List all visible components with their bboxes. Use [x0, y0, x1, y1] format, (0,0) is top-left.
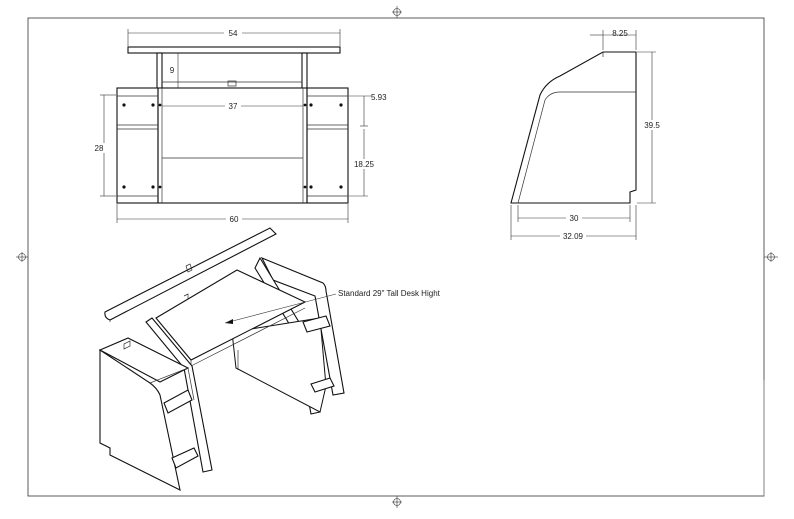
iso-top-board — [104, 227, 277, 321]
centering-mark-right — [764, 252, 778, 262]
dim-side-offset: 5.93 — [371, 93, 387, 102]
dim-side-height: 39.5 — [644, 121, 660, 130]
dim-riser-height: 9 — [170, 66, 175, 75]
dim-inner-width: 37 — [229, 102, 238, 111]
isometric-view: Standard 29" Tall Desk Hight — [98, 227, 441, 492]
centering-mark-bottom — [392, 496, 402, 508]
front-view: 54 9 37 5.93 28 18.25 60 — [92, 28, 387, 224]
side-panel — [510, 51, 637, 204]
screw-holes — [122, 103, 343, 189]
dim-top-depth: 8.25 — [612, 29, 628, 38]
iso-left-support — [145, 317, 213, 473]
centering-mark-top — [392, 6, 402, 18]
riser-left — [156, 52, 163, 92]
centering-mark-left — [16, 252, 28, 262]
side-view: 8.25 39.5 30 32.09 — [510, 29, 662, 241]
dim-top-width: 54 — [229, 29, 238, 38]
dim-base-depth: 30 — [570, 214, 579, 223]
dim-overall-depth: 32.09 — [563, 232, 584, 241]
riser-right — [301, 52, 308, 92]
dim-overall-height: 28 — [95, 144, 104, 153]
callout-desk-height: Standard 29" Tall Desk Hight — [338, 289, 441, 298]
iso-left-cabinet — [99, 348, 181, 492]
iso-right-side-panel — [260, 256, 345, 396]
top-board — [127, 46, 341, 54]
dim-overall-width: 60 — [230, 215, 239, 224]
dim-shelf-height: 18.25 — [354, 160, 375, 169]
